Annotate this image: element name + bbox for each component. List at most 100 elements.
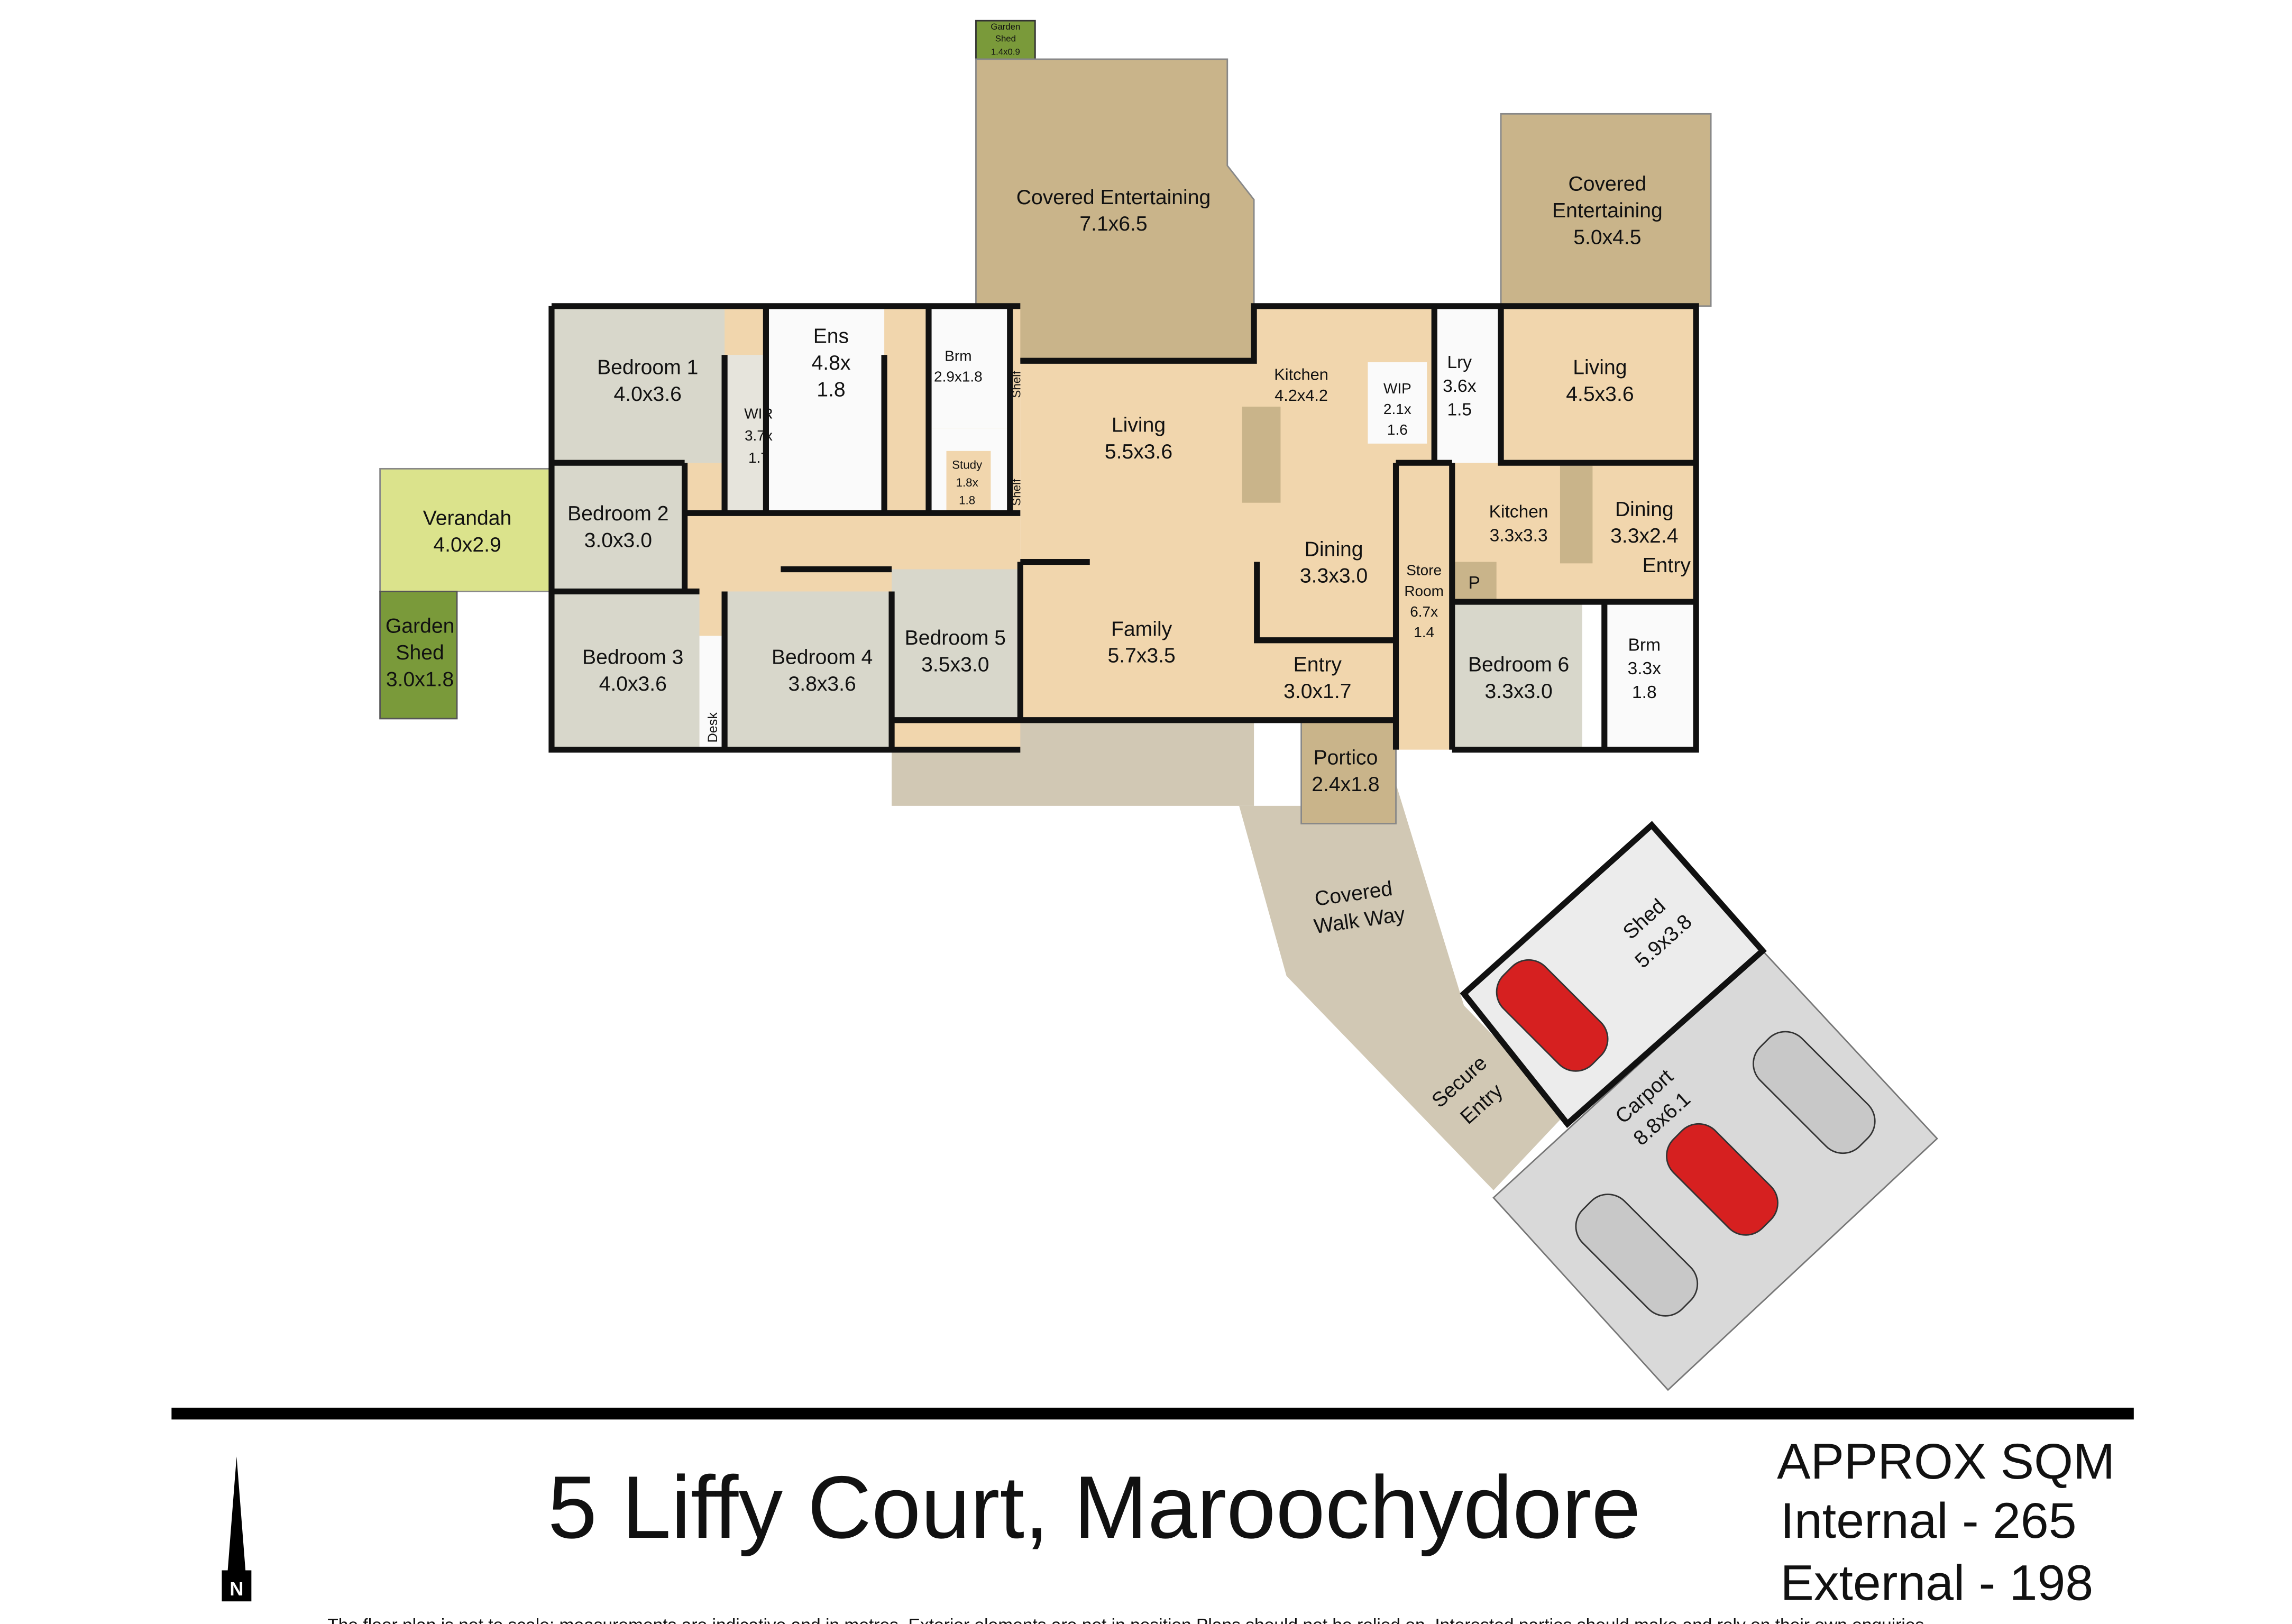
label: WIP (1383, 380, 1411, 397)
label: Lry (1447, 353, 1472, 372)
label: 1.8x (956, 476, 978, 489)
label: Bedroom 6 (1468, 653, 1569, 676)
label: Dining (1305, 538, 1363, 561)
label: 4.0x3.6 (599, 673, 667, 695)
label: Bedroom 3 (582, 646, 683, 668)
label: 5.7x3.5 (1107, 645, 1175, 667)
label: 3.3x3.0 (1484, 680, 1552, 703)
car-red-carport (1666, 1123, 1778, 1236)
label: 3.6x (1443, 377, 1477, 396)
label: 1.4x0.9 (991, 47, 1020, 57)
label: 3.3x3.3 (1490, 526, 1548, 545)
label: Kitchen (1274, 365, 1328, 384)
label: WIR (744, 405, 773, 421)
label: Room (1404, 583, 1444, 599)
label: Kitchen (1489, 502, 1548, 522)
bedroom-4 (725, 591, 892, 750)
label: Garden (386, 615, 455, 638)
bedroom-3 (551, 591, 700, 750)
label: Portico (1314, 747, 1378, 769)
label: 7.1x6.5 (1079, 213, 1147, 235)
bathroom-1 (928, 306, 1010, 429)
divider (171, 1407, 2134, 1420)
label: 3.3x (1628, 659, 1662, 678)
label: Shed (396, 641, 444, 664)
label: 3.0x1.7 (1283, 680, 1351, 703)
sqm-title: APPROX SQM (1777, 1434, 2115, 1490)
house (548, 303, 1699, 753)
car-red-shed (1496, 959, 1609, 1072)
label: 1.8 (1632, 683, 1657, 702)
label: Shed (995, 33, 1016, 43)
label: 1.7 (748, 449, 769, 466)
desk-label: Desk (705, 712, 720, 743)
label: 3.0x3.0 (584, 529, 652, 552)
pantry (1452, 562, 1497, 602)
label: 1.5 (1447, 400, 1472, 420)
bedroom-5 (892, 569, 1021, 720)
label: Garden (991, 22, 1020, 32)
label: Bedroom 1 (597, 356, 698, 379)
label: Bedroom 2 (567, 502, 668, 525)
garden-shed (379, 591, 458, 720)
car-silver-2 (1575, 1194, 1699, 1317)
label: 4.5x3.6 (1566, 383, 1634, 406)
kitchen-island-2 (1560, 465, 1593, 564)
label: 3.0x1.8 (386, 668, 454, 691)
bedroom-6 (1452, 602, 1582, 750)
label: Study (952, 458, 983, 471)
label: Family (1111, 618, 1172, 640)
label: Covered (1568, 173, 1646, 196)
label: 1.6 (1387, 421, 1408, 438)
disclaimer: The floor plan is not to scale; measurem… (327, 1616, 1929, 1624)
label: 1.4 (1414, 624, 1434, 640)
bathroom-2 (1604, 602, 1697, 750)
internal-sqm: Internal - 265 (1781, 1493, 2077, 1549)
label: 2.4x1.8 (1312, 773, 1379, 796)
north-arrow-icon (227, 1456, 246, 1571)
label: 4.2x4.2 (1275, 386, 1328, 405)
label: 3.7x (745, 427, 773, 444)
label: 2.9x1.8 (934, 368, 983, 384)
laundry (1434, 306, 1501, 463)
label: Bedroom 5 (905, 627, 1006, 649)
label: Verandah (423, 507, 512, 530)
north-label: N (230, 1578, 243, 1600)
label: Entry (1643, 554, 1691, 577)
label: 3.8x3.6 (788, 673, 856, 695)
bedroom-1 (551, 306, 725, 463)
bedroom-2 (551, 463, 685, 592)
label: 1.8 (817, 378, 845, 401)
pantry-label: P (1469, 573, 1480, 593)
label: Brm (945, 347, 971, 364)
label: 2.1x (1383, 401, 1411, 417)
label: Dining (1615, 498, 1674, 521)
label: Living (1112, 414, 1166, 436)
verandah (379, 467, 553, 592)
label: Brm (1628, 635, 1661, 655)
kitchen-island (1242, 406, 1281, 503)
shelf-label: Shelf (1010, 479, 1023, 506)
address-title: 5 Liffy Court, Maroochydore (548, 1457, 1641, 1557)
label: 4.0x2.9 (433, 534, 501, 556)
label: 1.8 (959, 493, 975, 507)
label: Store (1406, 562, 1442, 579)
north-box (222, 1570, 252, 1602)
label: 6.7x (1410, 603, 1438, 620)
label: 4.0x3.6 (614, 383, 682, 406)
label: Entry (1294, 653, 1342, 676)
shed (1460, 821, 1767, 1128)
covered-walkway (1239, 783, 1567, 1190)
label: 3.5x3.0 (921, 653, 989, 676)
label: 3.3x2.4 (1610, 525, 1678, 547)
wip (1368, 362, 1427, 444)
label: Ens (813, 325, 849, 348)
label: 4.8x (811, 352, 850, 374)
label: 5.5x3.6 (1105, 441, 1172, 463)
shelf-label: Shelf (1010, 371, 1023, 398)
label: Living (1573, 356, 1627, 379)
car-silver-1 (1753, 1031, 1876, 1154)
garden-shed-small (975, 20, 1036, 60)
portico (1300, 719, 1397, 824)
